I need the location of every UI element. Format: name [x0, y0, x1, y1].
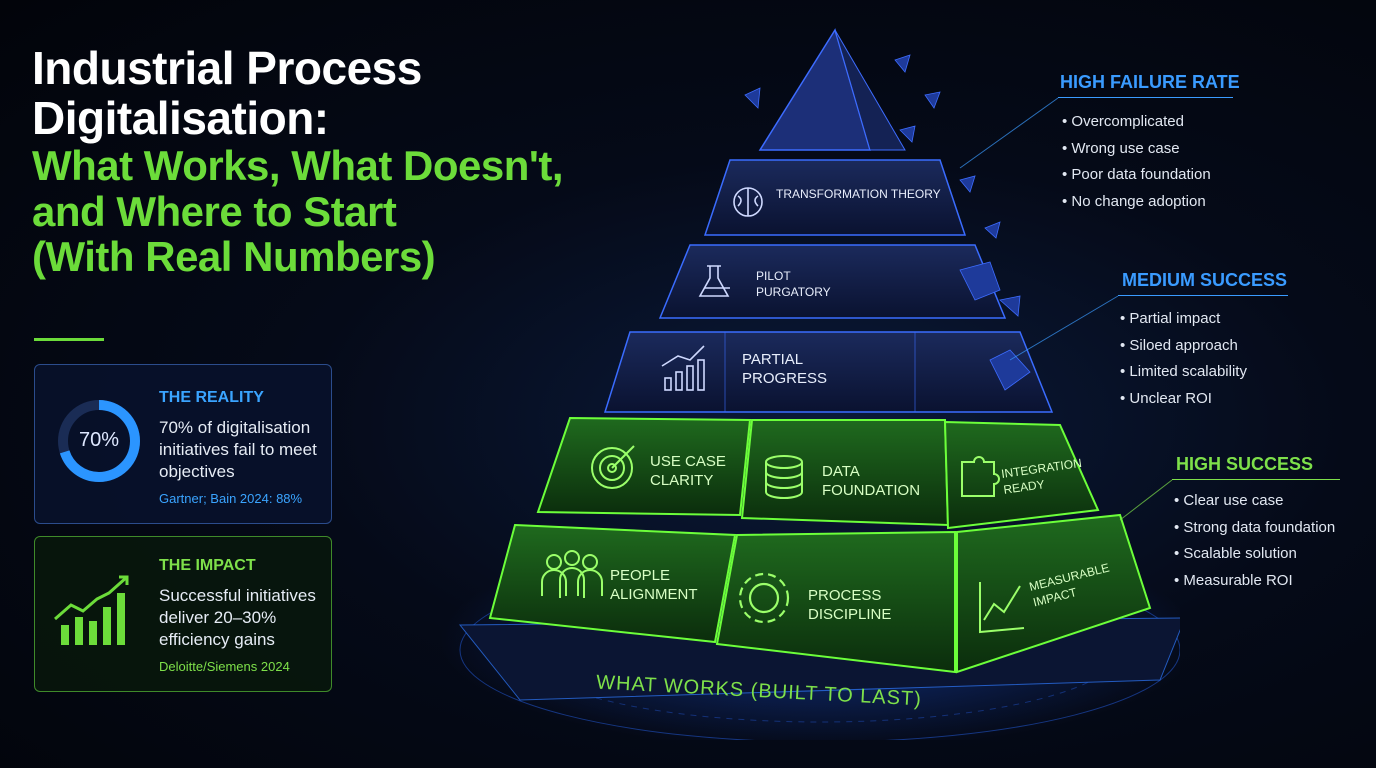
debris-fragments — [744, 54, 1031, 391]
legend-rule-failure — [1058, 97, 1233, 98]
brain-icon — [733, 187, 763, 217]
title-line-1: Industrial Process — [32, 42, 422, 94]
tier-use-case — [536, 416, 752, 517]
tier-integration — [943, 420, 1100, 530]
reality-card: 70% THE REALITY 70% of digitalisation in… — [34, 364, 332, 524]
list-item: Limited scalability — [1120, 359, 1247, 386]
tier-measurable — [956, 513, 1152, 674]
tier-partial — [603, 331, 1054, 413]
list-item: Siloed approach — [1120, 333, 1247, 360]
list-item: Wrong use case — [1062, 136, 1211, 163]
legend-heading-failure: HIGH FAILURE RATE — [1060, 72, 1240, 92]
tier-label-data: Data Foundation — [822, 463, 921, 499]
tier-process — [715, 530, 956, 674]
legend-list-high: Clear use case Strong data foundation Sc… — [1174, 488, 1335, 594]
legend-list-medium: Partial impact Siloed approach Limited s… — [1120, 306, 1247, 412]
reality-value: 70% — [78, 429, 120, 451]
tier-people — [488, 523, 737, 644]
gear-icon — [738, 572, 790, 624]
legend-rule-medium — [1118, 295, 1288, 296]
tier-label-partial: Partial Progress — [742, 351, 828, 387]
list-item: Strong data foundation — [1174, 515, 1335, 542]
list-item: Scalable solution — [1174, 541, 1335, 568]
list-item: No change adoption — [1062, 189, 1211, 216]
target-icon — [591, 445, 635, 489]
tier-pilot — [658, 244, 1007, 319]
legend-heading-high: HIGH SUCCESS — [1176, 454, 1314, 474]
title-divider — [34, 338, 104, 341]
tier-label-people: People Alignment — [610, 567, 698, 603]
database-icon — [765, 455, 803, 499]
title-line-5: (With Real Numbers) — [32, 233, 436, 281]
list-item: Poor data foundation — [1062, 162, 1210, 189]
reality-label: THE REALITY — [159, 389, 264, 406]
impact-text: Successful initiatives deliver 20–30% ef… — [159, 586, 316, 649]
list-item: Clear use case — [1174, 488, 1335, 515]
tier-label-transformation: Transformation Theory — [776, 187, 941, 201]
legend-heading-medium: MEDIUM SUCCESS — [1122, 270, 1288, 290]
people-icon — [541, 550, 603, 598]
list-item: Unclear ROI — [1120, 386, 1247, 413]
reality-text: 70% of digitalisation initiatives fail t… — [159, 418, 317, 481]
puzzle-icon — [961, 456, 1000, 497]
flask-icon — [698, 265, 730, 297]
legend-list-failure: Overcomplicated Wrong use case Poor data… — [1062, 109, 1211, 216]
list-item: Measurable ROI — [1174, 568, 1335, 595]
bar-chart-growth-icon — [54, 575, 129, 645]
tier-label-use-case: Use Case Clarity — [650, 453, 726, 489]
impact-label: THE IMPACT — [159, 557, 256, 574]
reality-source: Gartner; Bain 2024: 88% — [159, 491, 303, 506]
tier-transformation — [703, 159, 967, 236]
donut-chart-icon — [58, 400, 140, 482]
title-line-3: What Works, What Doesn't, — [32, 142, 564, 190]
page-title: Industrial Process Digitalisation: What … — [32, 42, 692, 281]
legend-rule-high — [1172, 479, 1340, 480]
list-item: Overcomplicated — [1062, 109, 1211, 136]
title-line-2: Digitalisation: — [32, 91, 329, 144]
tier-label-process: Process Discipline — [808, 587, 892, 623]
title-line-4: and Where to Start — [32, 187, 397, 235]
line-chart-icon — [979, 582, 1025, 634]
impact-source: Deloitte/Siemens 2024 — [159, 659, 290, 674]
pyramid-illustration — [440, 28, 1180, 740]
tier-label-pilot: Pilot Purgatory — [756, 269, 831, 299]
growth-chart-icon — [661, 345, 705, 391]
list-item: Partial impact — [1120, 306, 1247, 333]
impact-card: THE IMPACT Successful initiatives delive… — [34, 536, 332, 692]
